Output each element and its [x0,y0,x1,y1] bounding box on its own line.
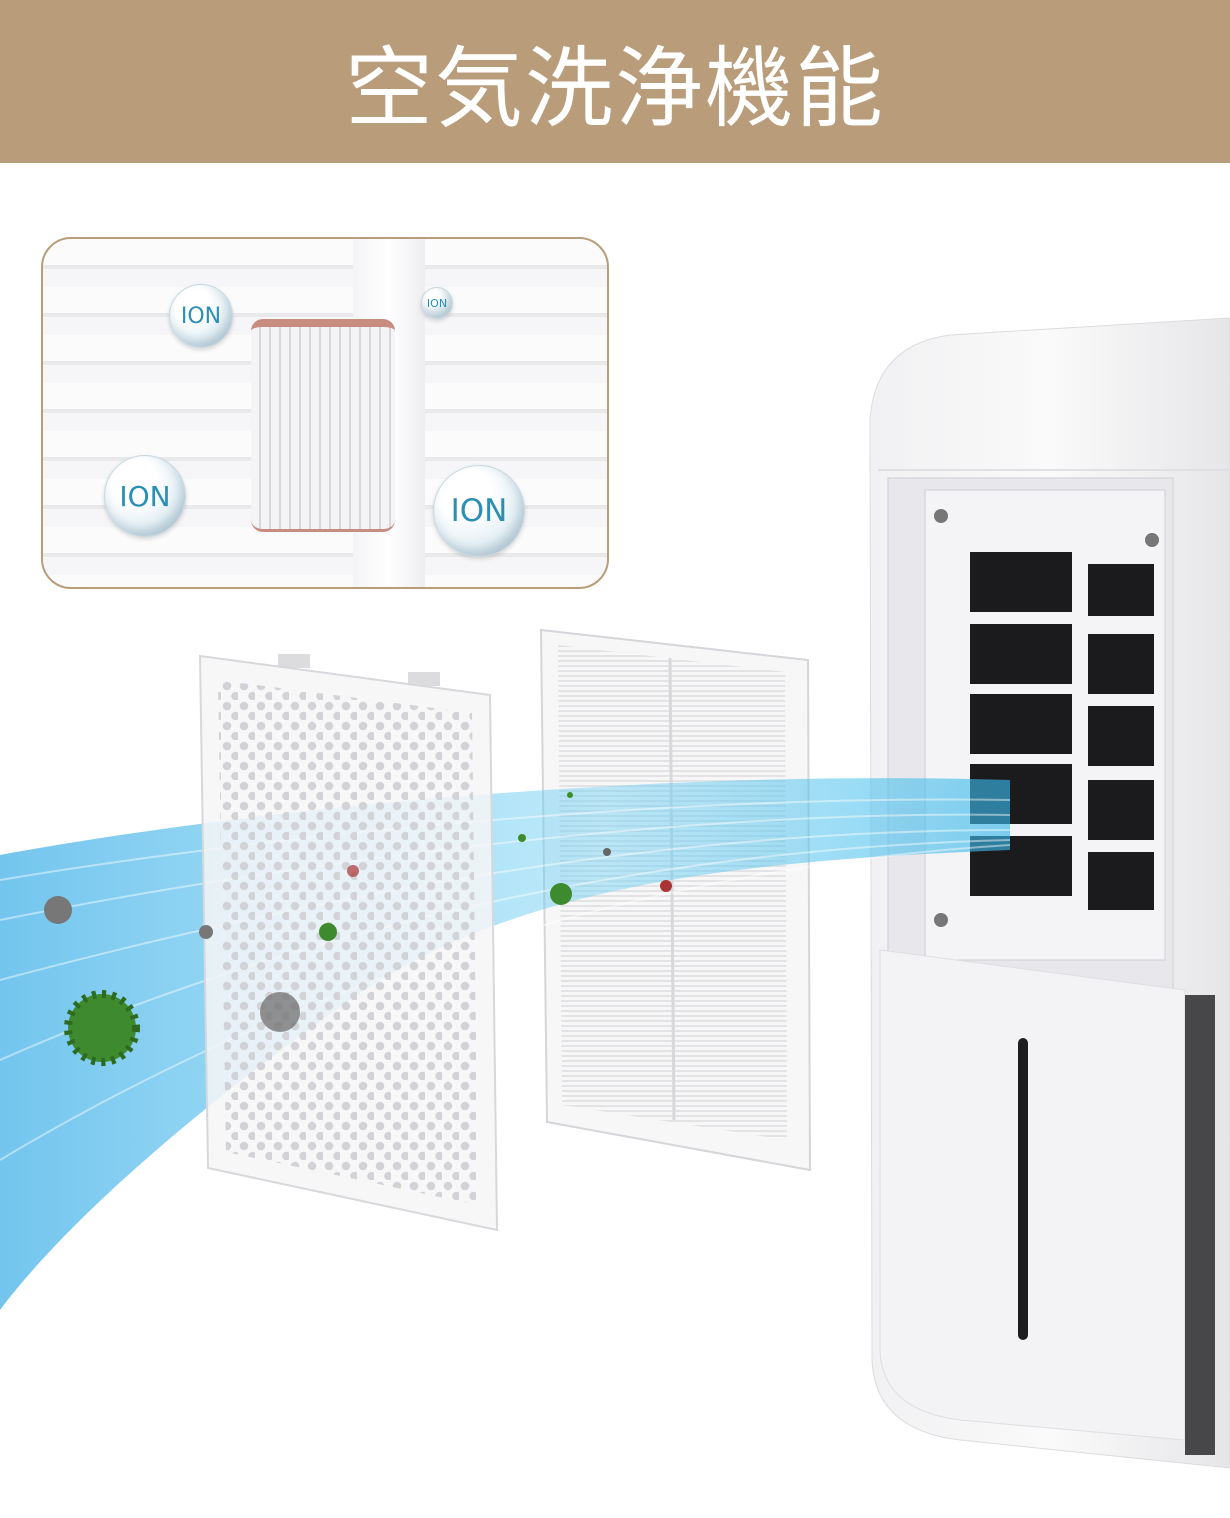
ion-generator-core [251,319,395,532]
title-banner: 空気洗浄機能 [0,0,1230,163]
dust-particle [44,896,72,924]
bacteria-icon [347,865,359,877]
dust-particle [199,925,213,939]
air-purifier-device [869,317,1230,1469]
ion-bubble: ION [421,287,453,319]
ion-bubble: ION [169,284,233,348]
device-grille [970,552,1154,910]
virus-icon [319,923,337,941]
virus-icon [550,883,572,905]
ion-bubble: ION [433,465,525,557]
ion-generator-inset: ION ION ION ION [41,237,609,589]
virus-icon [64,990,140,1066]
virus-icon [567,792,573,798]
dust-particle [260,992,300,1032]
page-title: 空気洗浄機能 [344,37,885,140]
water-level-window [1018,1038,1028,1340]
dust-particle [603,848,611,856]
bacteria-icon [660,880,672,892]
hepa-filter [539,628,812,1172]
particles [44,792,672,1066]
virus-icon [518,834,526,842]
pre-filter-panel [198,654,499,1232]
airflow-stream [0,778,1011,1310]
ion-bubble: ION [104,455,186,537]
